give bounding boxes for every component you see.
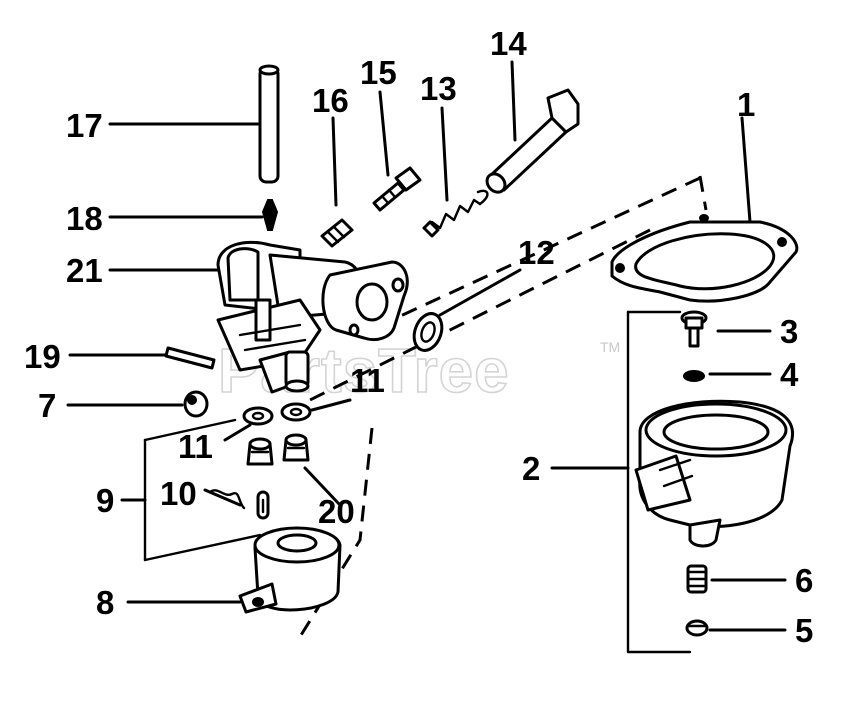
label-13: 13	[420, 70, 457, 107]
part-19-pin	[164, 346, 216, 370]
label-7: 7	[38, 387, 56, 424]
leader-14	[510, 60, 517, 142]
middle-dash-line	[309, 228, 651, 402]
part-17-pin	[258, 64, 280, 184]
part-11-washer-a	[242, 406, 274, 426]
part-8-float	[238, 526, 342, 614]
part-20-jet	[282, 433, 310, 462]
part-10-wire	[208, 489, 246, 510]
part-14-shaft	[485, 88, 580, 194]
label-19: 19	[24, 338, 61, 375]
label-12: 12	[518, 234, 555, 271]
part-13-spring	[422, 189, 489, 238]
label-2: 2	[522, 450, 540, 487]
part-18-needle	[261, 199, 279, 231]
leader-16	[331, 116, 338, 207]
label-9: 9	[96, 482, 114, 519]
part-needle-small	[256, 490, 270, 520]
leader-11b	[310, 398, 352, 412]
label-6: 6	[795, 562, 813, 599]
leader-12	[438, 268, 522, 317]
bracket-2-line	[626, 310, 692, 654]
leader-11a	[223, 423, 252, 442]
parts	[164, 64, 799, 637]
part-1-gasket	[610, 214, 799, 303]
label-21: 21	[66, 252, 103, 289]
label-20: 20	[318, 493, 355, 530]
watermark-trademark: TM	[600, 339, 620, 355]
part-3-bolt	[680, 310, 708, 348]
part-11-washer-b	[280, 402, 312, 422]
part-7-plug	[183, 390, 209, 418]
leader-1	[740, 116, 752, 224]
right-dash-stub	[698, 175, 708, 211]
label-4: 4	[780, 356, 799, 393]
part-6-spring	[686, 564, 708, 594]
bracket-9	[120, 418, 262, 562]
part-jet-left	[246, 437, 274, 466]
label-3: 3	[780, 313, 798, 350]
part-5-cap	[685, 619, 709, 637]
label-1: 1	[737, 86, 755, 123]
label-18: 18	[66, 200, 103, 237]
part-15-screw	[372, 166, 422, 212]
label-16: 16	[312, 82, 349, 119]
label-11a: 11	[178, 428, 213, 465]
callout-labels: 1 2 3 4 5 6 7 8 9 10 11 11 12 13 14 15 1…	[24, 25, 813, 649]
leader-15	[378, 90, 390, 177]
part-2-float-bowl	[634, 399, 794, 548]
leader-13	[440, 106, 449, 202]
part-4-washer	[683, 370, 705, 382]
label-5: 5	[795, 612, 813, 649]
bracket-9-top	[143, 418, 237, 442]
label-8: 8	[96, 584, 114, 621]
label-15: 15	[360, 54, 397, 91]
part-16-screw	[320, 218, 354, 248]
part-21-carburetor-body	[216, 240, 409, 394]
label-11b: 11	[350, 362, 385, 399]
leader-20	[303, 466, 342, 507]
part-12-gasket	[412, 312, 444, 352]
bracket-9-bottom	[143, 533, 262, 562]
label-10: 10	[160, 475, 197, 512]
bracket-2	[550, 310, 692, 654]
label-14: 14	[490, 25, 527, 62]
label-17: 17	[66, 107, 103, 144]
upper-dash-line	[369, 176, 701, 332]
